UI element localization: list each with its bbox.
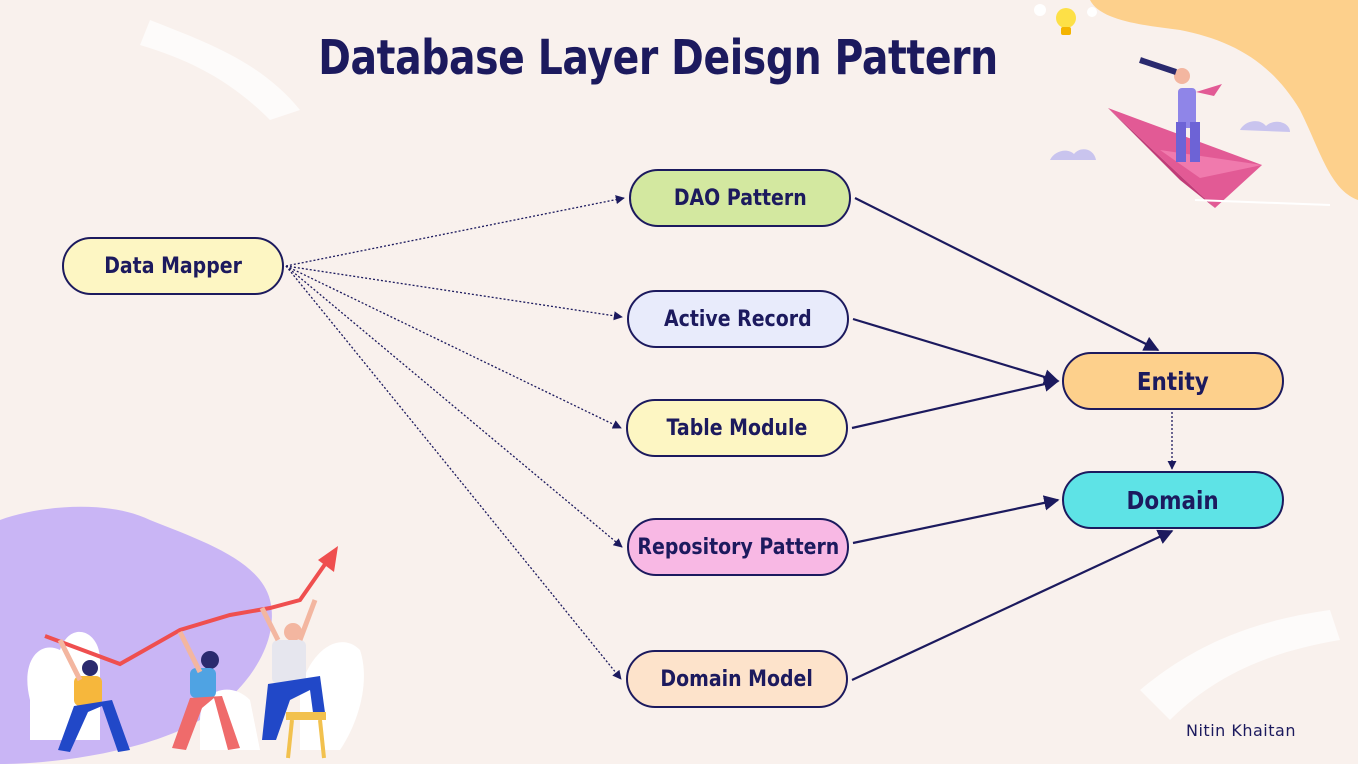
- edge-data-mapper-to-table-module: [285, 265, 622, 429]
- edge-data-mapper-to-active-record: [285, 265, 623, 321]
- edge-data-mapper-to-domain-model: [285, 265, 622, 680]
- node-entity: Entity: [1062, 352, 1284, 410]
- node-dao-pattern: DAO Pattern: [629, 169, 851, 227]
- edge-repository-pattern-to-domain: [852, 495, 1060, 545]
- diagram-title: Database Layer Deisgn Pattern: [318, 30, 998, 86]
- node-active-record: Active Record: [627, 290, 849, 348]
- edge-data-mapper-to-repository-pattern: [285, 265, 623, 548]
- node-repository-pattern: Repository Pattern: [627, 518, 849, 576]
- author-credit: Nitin Khaitan: [1186, 721, 1296, 740]
- node-domain: Domain: [1062, 471, 1284, 529]
- node-domain-model: Domain Model: [626, 650, 848, 708]
- node-table-module: Table Module: [626, 399, 848, 457]
- node-data-mapper: Data Mapper: [62, 237, 284, 295]
- edge-data-mapper-to-dao-pattern: [285, 195, 625, 267]
- edge-dao-pattern-to-entity: [854, 197, 1160, 351]
- edge-active-record-to-entity: [852, 317, 1060, 385]
- edge-domain-model-to-domain: [851, 529, 1174, 681]
- edge-table-module-to-entity: [851, 376, 1060, 430]
